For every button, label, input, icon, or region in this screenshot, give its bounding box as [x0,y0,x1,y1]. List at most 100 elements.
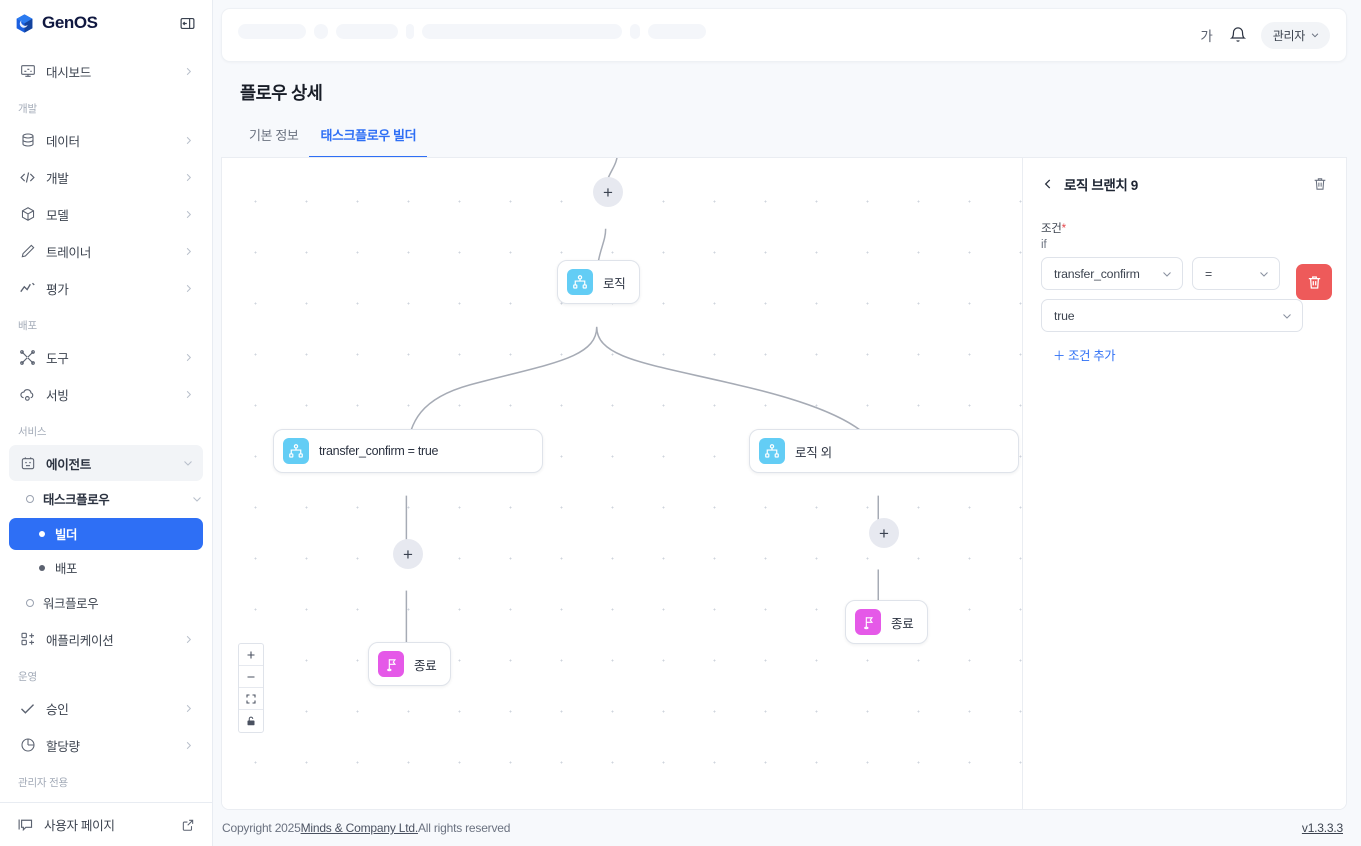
sidebar-item-label: 개발 [46,171,69,186]
flow-node-end-right[interactable]: 종료 [845,600,929,644]
logo-text: GenOS [42,13,98,32]
topbar-actions: 가 관리자 [1198,21,1330,49]
lock-icon [247,716,255,726]
dot-icon [39,531,45,537]
sidebar-item-label: 트레이너 [46,245,91,260]
flow-node-label: 로직 외 [795,445,832,460]
topbar: 가 관리자 [221,8,1347,62]
flow-canvas[interactable]: + 로직 [222,158,1022,809]
flow-node-logic[interactable]: 로직 [557,260,641,304]
sidebar-item-tools[interactable]: 도구 [9,339,203,375]
cube-icon [19,206,36,223]
sidebar-item-agent[interactable]: 에이전트 [9,445,203,481]
tab-bar: 기본 정보 태스크플로우 빌더 [213,105,1361,158]
chevron-right-icon [183,135,194,146]
tools-icon [19,349,36,366]
plus-icon [247,651,255,658]
lock-button[interactable] [239,710,263,732]
tab-taskflow-builder[interactable]: 태스크플로우 빌더 [309,119,428,158]
condition-operator-select[interactable]: = [1192,257,1280,290]
flow-node-label: 종료 [414,658,437,673]
condition-label-text: 조건 [1041,223,1062,235]
sidebar-item-application[interactable]: 애플리케이션 [9,621,203,657]
logo[interactable]: GenOS [14,13,98,34]
genos-logo-icon [16,13,33,33]
sidebar-nav: 대시보드 개발 데이터 개발 [0,46,212,802]
chevron-right-icon [183,352,194,363]
condition-row-top: transfer_confirm = [1041,257,1303,290]
sidebar-item-label: 서빙 [46,388,69,403]
zoom-out-button[interactable] [239,666,263,688]
flow-node-branch-else[interactable]: 로직 외 [749,429,1019,473]
flow-node-label: 종료 [891,616,914,631]
collapse-panel-icon[interactable] [176,12,198,34]
breadcrumb-skeleton [238,23,706,39]
ring-icon [26,599,34,607]
version-link[interactable]: v1.3.3.3 [1301,821,1343,835]
flow-node-label: 로직 [603,276,626,291]
dot-icon [39,565,45,571]
condition-field-select[interactable]: transfer_confirm [1041,257,1183,290]
sidebar-item-user-page[interactable]: 사용자 페이지 [0,802,212,846]
flow-node-branch-true[interactable]: transfer_confirm = true [273,429,543,473]
canvas-controls [238,643,264,733]
chevron-right-icon [183,172,194,183]
condition-row: transfer_confirm = true [1041,257,1328,332]
bell-icon[interactable] [1229,26,1247,44]
user-page-icon [17,816,34,833]
skeleton-bar [630,23,640,39]
sidebar-item-model[interactable]: 모델 [9,196,203,232]
trash-icon [1314,178,1326,190]
chevron-down-icon [1155,268,1173,280]
sidebar-item-quota[interactable]: 할당량 [9,727,203,763]
skeleton-bar [422,23,622,39]
sidebar-item-serving[interactable]: 서빙 [9,376,203,412]
fit-view-button[interactable] [239,688,263,710]
skeleton-bar [336,23,398,39]
chevron-right-icon [183,634,194,645]
sidebar: GenOS 대시보드 개발 [0,0,213,846]
sidebar-item-develop[interactable]: 개발 [9,159,203,195]
sidebar-item-dashboard[interactable]: 대시보드 [9,53,203,89]
condition-value-select[interactable]: true [1041,299,1303,332]
condition-field-value: transfer_confirm [1054,266,1140,281]
tab-basic-info[interactable]: 기본 정보 [249,128,299,143]
chevron-right-icon [183,703,194,714]
skeleton-bar [648,23,706,39]
flow-edges [405,158,880,667]
sidebar-item-builder[interactable]: 빌더 [9,518,203,550]
apps-icon [19,631,36,648]
user-menu-button[interactable]: 관리자 [1260,21,1330,49]
company-link[interactable]: Minds & Company Ltd. [300,821,419,835]
flow-node-end-left[interactable]: 종료 [368,642,452,686]
minus-icon [247,675,255,678]
sidebar-section-label-admin: 관리자 전용 [18,777,69,789]
add-node-button-top[interactable]: + [593,177,623,207]
sidebar-section-label-dev: 개발 [18,103,37,115]
if-keyword: if [1041,239,1047,251]
fit-screen-icon [246,693,256,704]
sidebar-item-deployment[interactable]: 배포 [9,552,203,584]
sidebar-header: GenOS [0,0,212,46]
chevron-left-icon[interactable] [1041,177,1055,191]
sidebar-item-label: 평가 [46,282,69,297]
sidebar-item-taskflow[interactable]: 태스크플로우 [9,482,203,516]
panel-delete-button[interactable] [1312,176,1328,192]
font-size-button[interactable]: 가 [1200,29,1213,44]
add-node-button-right[interactable]: + [869,518,899,548]
add-condition-button[interactable]: ＋ 조건 추가 [1053,349,1116,363]
sidebar-item-data[interactable]: 데이터 [9,122,203,158]
sidebar-item-label: 애플리케이션 [46,633,114,648]
robot-icon [19,455,36,472]
zoom-in-button[interactable] [239,644,263,666]
delete-flow-button[interactable] [1296,264,1332,300]
sidebar-item-evaluation[interactable]: 평가 [9,270,203,306]
logic-branch-icon [759,438,785,464]
chevron-down-icon [191,493,203,505]
sidebar-item-approval[interactable]: 승인 [9,690,203,726]
add-node-button-left[interactable]: + [393,539,423,569]
clock-pie-icon [19,737,36,754]
sidebar-item-workflow[interactable]: 워크플로우 [9,586,203,620]
sidebar-item-trainer[interactable]: 트레이너 [9,233,203,269]
builder-card: + 로직 [221,157,1347,810]
